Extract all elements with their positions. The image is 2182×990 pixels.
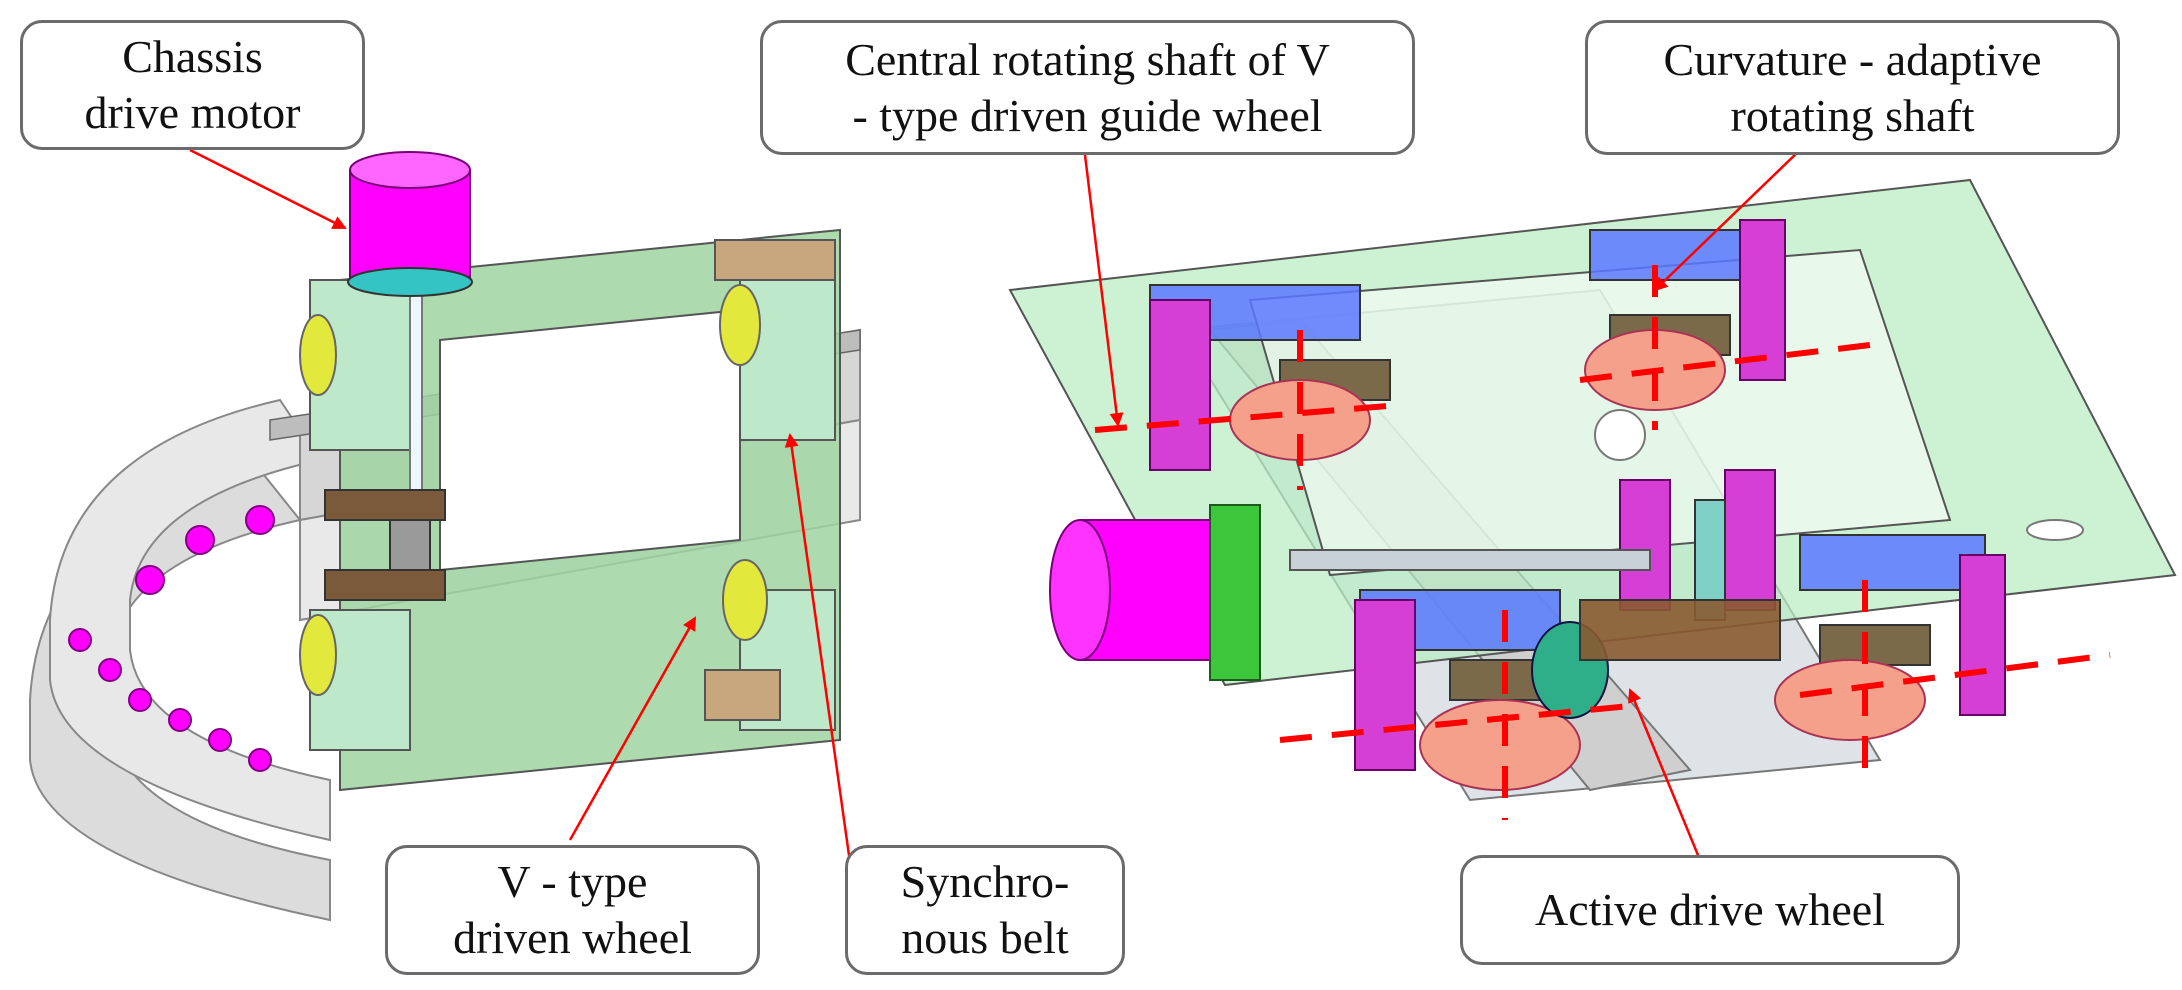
chassis-drive-motor: [347, 151, 473, 297]
plate-hole-2: [2026, 519, 2084, 541]
label-v-type-driven-wheel: V - type driven wheel: [385, 845, 760, 975]
rotation-axes: [1094, 265, 2111, 820]
label-chassis-drive-motor: Chassis drive motor: [20, 20, 365, 150]
leader-curvature-shaft: [1653, 149, 1801, 292]
leader-central-shaft: [1083, 154, 1124, 427]
gear-coupler: [389, 519, 431, 571]
label-synchronous-belt: Synchro- nous belt: [845, 845, 1125, 975]
label-curvature-adaptive-shaft: Curvature - adaptive rotating shaft: [1585, 20, 2120, 155]
drive-shaft: [1289, 549, 1651, 571]
bottom-cap: [704, 669, 781, 721]
right-assembly: [1008, 178, 2177, 820]
label-central-rotating-shaft: Central rotating shaft of V - type drive…: [760, 20, 1415, 155]
left-assembly: [29, 151, 861, 922]
leader-chassis-motor: [189, 148, 347, 230]
leader-v-wheel: [568, 616, 697, 841]
top-cap: [714, 239, 836, 281]
leader-lines: [189, 148, 1801, 899]
label-active-drive-wheel: Active drive wheel: [1460, 855, 1960, 965]
magenta-brackets: [1149, 219, 2006, 771]
plate-hole: [1594, 409, 1646, 461]
leader-active-drive-wheel: [1628, 688, 1702, 861]
active-drive-motor: [1049, 504, 1261, 681]
plate-window: [439, 308, 741, 572]
leader-sync-belt: [784, 433, 857, 899]
drive-bracket: [1579, 599, 1781, 661]
v-type-driven-wheels: [299, 284, 768, 696]
shaft-bracket-lower: [324, 569, 446, 601]
shaft-bracket-upper: [324, 489, 446, 521]
